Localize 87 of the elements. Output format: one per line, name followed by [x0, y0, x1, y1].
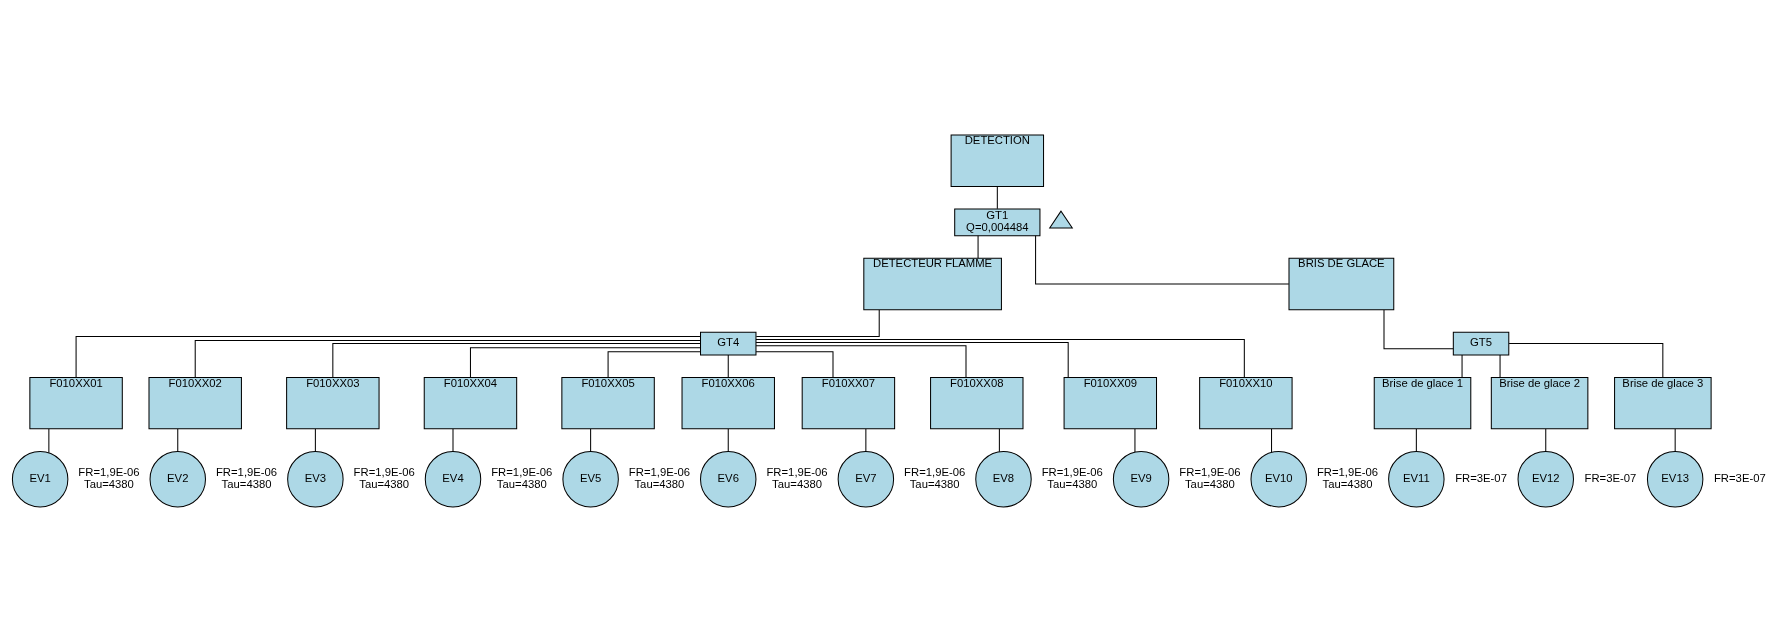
node-circle: EV6	[700, 450, 757, 507]
node-circle: EV3	[287, 450, 344, 507]
connector	[1035, 234, 1290, 285]
node-label: Tau=4380	[772, 477, 822, 490]
node-box: F010XX09	[1063, 376, 1158, 429]
node-box: F010XX05	[561, 376, 655, 429]
node-label: FR=1,9E-06	[491, 465, 553, 478]
node-box: BRIS DE GLACE	[1288, 257, 1395, 310]
node-label: FR=1,9E-06	[1041, 465, 1103, 478]
connector	[755, 308, 880, 337]
connector	[1383, 308, 1454, 349]
node-box: Brise de glace 3	[1614, 376, 1712, 429]
node-label: FR=1,9E-06	[628, 465, 690, 478]
connector	[998, 427, 1000, 452]
node-circle: EV11	[1388, 450, 1445, 507]
node-label: FR=1,9E-06	[904, 465, 966, 478]
connector	[755, 338, 1245, 378]
node-label: FR=3E-07	[1584, 471, 1637, 484]
node-box: F010XX01	[29, 376, 123, 429]
node-triangle	[1048, 209, 1074, 229]
connector	[607, 350, 701, 378]
connector	[755, 341, 1069, 378]
node-box: F010XX07	[801, 376, 896, 429]
node-label: Tau=4380	[221, 477, 272, 490]
node-label: FR=3E-07	[1714, 471, 1766, 484]
node-label: Tau=4380	[1322, 477, 1373, 490]
node-label: FR=1,9E-06	[216, 465, 278, 478]
node-box: GT1 Q=0,004484	[954, 208, 1041, 236]
node-box: DETECTEUR FLAMME	[863, 257, 1002, 310]
node-box: F010XX06	[681, 376, 775, 429]
node-label: FR=1,9E-06	[766, 465, 828, 478]
node-label: Tau=4380	[84, 477, 134, 490]
node-box: F010XX02	[148, 376, 242, 429]
node-label: FR=1,9E-06	[1316, 465, 1379, 478]
node-circle: EV12	[1517, 450, 1574, 507]
node-label: FR=1,9E-06	[1179, 465, 1241, 478]
connector	[1545, 427, 1547, 452]
connector	[1508, 342, 1664, 378]
node-label: Tau=4380	[909, 477, 960, 490]
connector	[865, 427, 867, 452]
node-label: FR=3E-07	[1455, 471, 1507, 484]
connector	[452, 427, 454, 452]
connector	[177, 427, 179, 452]
node-label: FR=1,9E-06	[78, 465, 140, 478]
node-label: Tau=4380	[359, 477, 410, 490]
connector	[332, 342, 701, 378]
connector	[755, 344, 967, 378]
node-circle: EV10	[1250, 450, 1307, 507]
connector	[314, 427, 316, 452]
connector	[590, 427, 592, 452]
node-box: DETECTION	[950, 134, 1045, 187]
node-circle: EV2	[149, 450, 206, 507]
connector	[755, 350, 834, 378]
connector	[194, 339, 701, 378]
node-box: F010XX04	[423, 376, 518, 429]
node-label: Tau=4380	[634, 477, 685, 490]
node-circle: EV13	[1646, 450, 1704, 507]
node-box: F010XX08	[930, 376, 1024, 429]
connector	[75, 335, 701, 378]
connector	[1674, 427, 1676, 452]
node-label: Tau=4380	[496, 477, 547, 490]
connector	[977, 234, 979, 259]
connector	[1415, 427, 1417, 452]
node-label: Tau=4380	[1047, 477, 1098, 490]
connector	[1271, 427, 1273, 453]
connector	[996, 185, 998, 209]
node-circle: EV5	[562, 450, 619, 507]
node-label: Tau=4380	[1184, 477, 1235, 490]
connector	[727, 354, 729, 378]
node-box: F010XX10	[1199, 376, 1293, 429]
node-box: Brise de glace 1	[1373, 376, 1472, 429]
node-circle: EV7	[837, 450, 895, 507]
node-circle: EV4	[424, 450, 482, 507]
connector	[1134, 427, 1136, 452]
node-circle: EV8	[975, 450, 1032, 507]
connector	[1499, 354, 1501, 378]
node-label: FR=1,9E-06	[353, 465, 415, 478]
connector	[727, 427, 729, 452]
node-box: GT4	[700, 331, 757, 355]
node-circle: EV9	[1112, 450, 1170, 507]
connector	[469, 346, 701, 378]
node-box: F010XX03	[286, 376, 380, 429]
connector	[48, 427, 50, 453]
node-circle: EV1	[11, 450, 69, 507]
node-box: Brise de glace 2	[1490, 376, 1589, 429]
node-box: GT5	[1452, 331, 1510, 355]
connector	[1461, 354, 1463, 378]
